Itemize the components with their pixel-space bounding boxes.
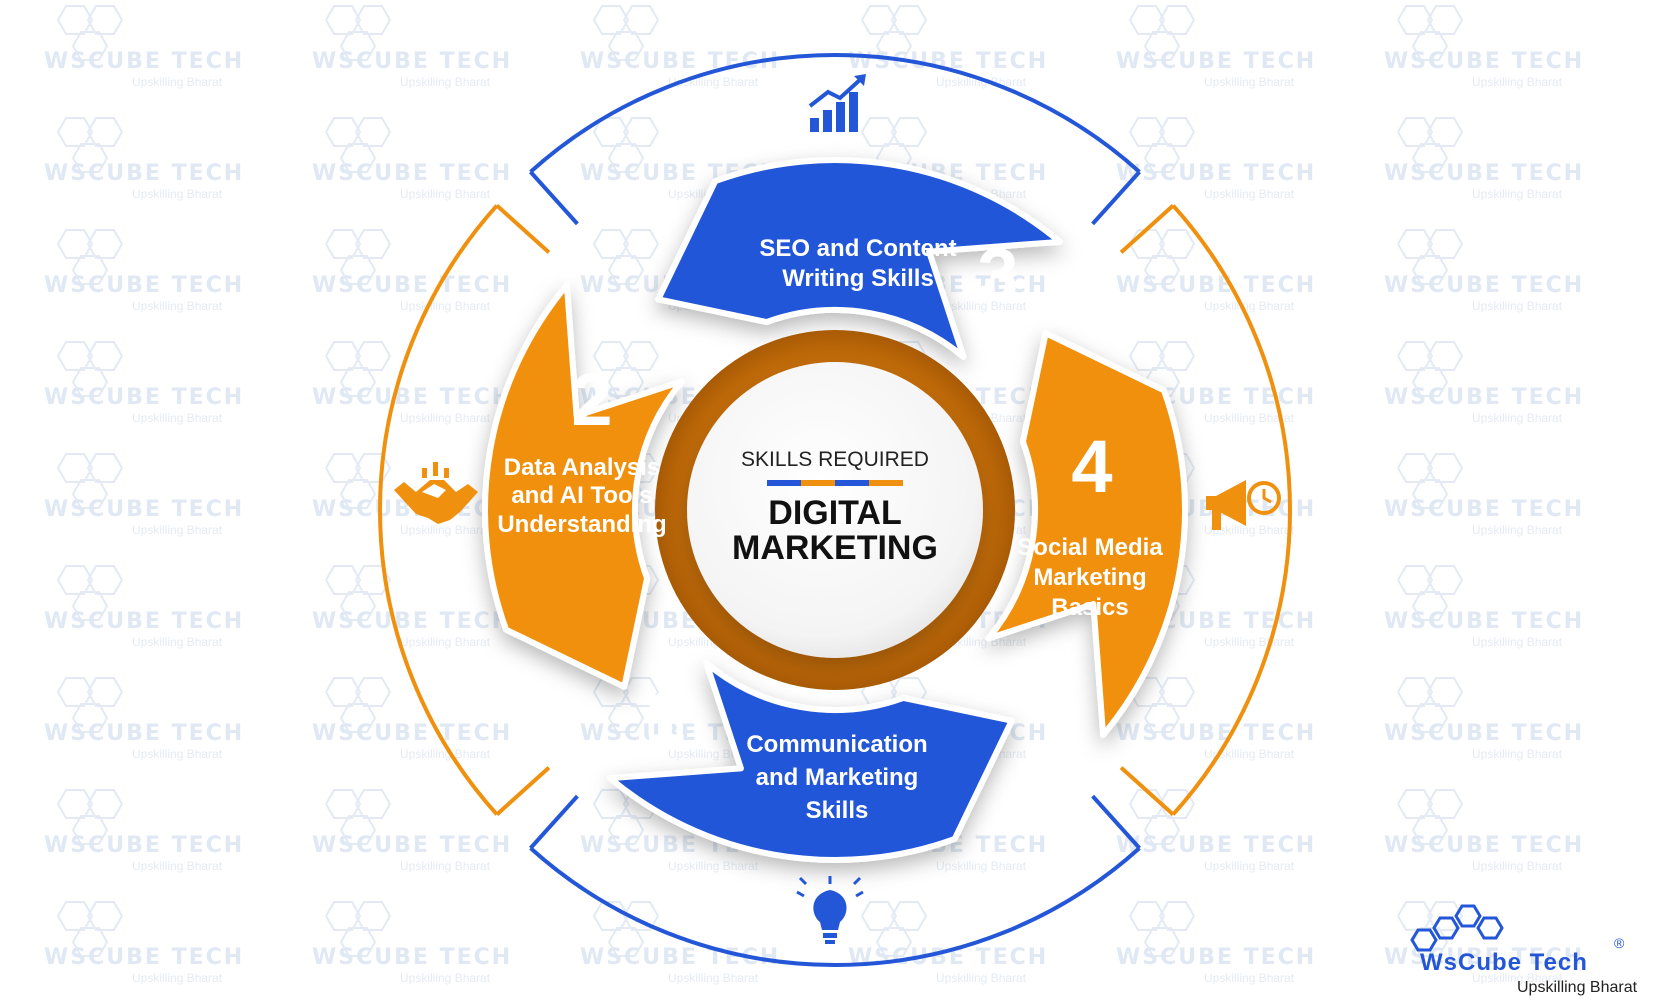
segment-4-content: 4 Social Media Marketing Basics [1017, 425, 1163, 621]
watermark-tile [1383, 117, 1586, 202]
watermark-tile [579, 901, 782, 986]
brand-tagline: Upskilling Bharat [1517, 979, 1638, 996]
watermark-tile [1383, 453, 1586, 538]
outer-arc-right [1171, 204, 1292, 816]
watermark-tile [311, 565, 514, 650]
watermark-tile [1115, 5, 1318, 90]
center-divider-orange [801, 480, 835, 486]
outer-arc-top [529, 53, 1141, 174]
watermark-tile [311, 677, 514, 762]
watermark-tile [1115, 789, 1318, 874]
watermark-tile [43, 229, 246, 314]
segment-3-shape [655, 156, 1063, 360]
segment-4-shape [985, 330, 1188, 738]
watermark-tile [311, 229, 514, 314]
watermark-tile [1383, 565, 1586, 650]
watermark-tile [43, 677, 246, 762]
watermark-tile [847, 901, 1050, 986]
center-circle [687, 362, 983, 658]
watermark-tile [579, 5, 782, 90]
center-divider-orange-2 [869, 480, 903, 486]
segment-ring [482, 156, 1188, 863]
watermark-tile [311, 117, 514, 202]
watermark-tile [1383, 229, 1586, 314]
segment-3-label-line1: SEO and Content [759, 235, 956, 262]
outer-arc-bottom-spoke [529, 794, 579, 850]
outer-arc-right-spoke [1119, 766, 1175, 816]
segment-1-label-line2: and Marketing [756, 764, 919, 791]
outer-arc-bottom [529, 846, 1141, 967]
segment-2-label-line1: Data Analysis [504, 454, 661, 481]
watermark-tile [43, 341, 246, 426]
segment-4-number: 4 [1071, 425, 1112, 508]
segment-1-label-line3: Skills [806, 797, 869, 824]
watermark-tile [311, 341, 514, 426]
segment-2-label-line3: Understanding [497, 511, 666, 538]
center-title-line2: MARKETING [732, 529, 938, 567]
segment-3-label-line2: Writing Skills [782, 265, 934, 292]
watermark-tile [1115, 117, 1318, 202]
watermark-tile [311, 901, 514, 986]
segment-1-number: 1 [644, 675, 685, 758]
watermark-tile [43, 565, 246, 650]
watermark-tile [1383, 677, 1586, 762]
watermark-tile [847, 5, 1050, 90]
segment-3-number: 3 [977, 233, 1018, 316]
segment-4-label-line1: Social Media [1017, 534, 1163, 561]
outer-arc-left-spoke [495, 766, 551, 816]
watermark-tile [311, 5, 514, 90]
center-badge: SKILLS REQUIRED DIGITAL MARKETING [687, 362, 983, 658]
center-divider-blue-2 [835, 480, 869, 486]
segment-4-label-line3: Basics [1051, 594, 1128, 621]
segment-1-content: 1 Communication and Marketing Skills [644, 675, 927, 824]
segment-2-content: 2 Data Analysis and AI Tools Understandi… [497, 358, 666, 538]
brand-logo: WsCube Tech ® Upskilling Bharat [1410, 904, 1638, 996]
brand-logo-cubes-icon [1410, 904, 1504, 952]
segment-2-shape [482, 282, 685, 690]
watermark-tile [43, 789, 246, 874]
watermark-tile [43, 453, 246, 538]
watermark-tile [311, 789, 514, 874]
watermark-tile [1383, 341, 1586, 426]
outer-arc-bottom-spoke [1091, 794, 1141, 850]
megaphone-icon [1206, 480, 1281, 530]
center-title-line1: DIGITAL [768, 494, 901, 532]
outer-arc-right-spoke [1119, 204, 1175, 254]
outer-arc-left [378, 204, 499, 816]
center-subtitle: SKILLS REQUIRED [741, 448, 929, 471]
handshake-icon [394, 462, 478, 524]
segment-2-label-line2: and AI Tools [511, 482, 652, 509]
segment-4-label-line2: Marketing [1033, 564, 1146, 591]
outer-arc-top-spoke [529, 170, 579, 226]
brand-registered-mark: ® [1614, 935, 1625, 951]
watermark-tile [1115, 677, 1318, 762]
brand-name: WsCube Tech [1420, 949, 1588, 976]
segment-3-content: SEO and Content Writing Skills 3 [759, 233, 1018, 316]
watermark-tile [43, 5, 246, 90]
watermark-tile [1115, 229, 1318, 314]
watermark-tile [1383, 5, 1586, 90]
watermark-tile [1115, 901, 1318, 986]
watermark-tile [1383, 789, 1586, 874]
segment-1-label-line1: Communication [746, 731, 927, 758]
growth-chart-icon [808, 74, 866, 132]
outer-arc-left-spoke [495, 204, 551, 254]
watermark-tile [43, 117, 246, 202]
lightbulb-icon [796, 876, 864, 944]
segment-1-shape [607, 660, 1015, 863]
outer-arc-top-spoke [1091, 170, 1141, 226]
segment-2-number: 2 [571, 358, 612, 441]
watermark-tile [43, 901, 246, 986]
center-divider-blue [767, 480, 801, 486]
outer-ring [378, 53, 1292, 967]
